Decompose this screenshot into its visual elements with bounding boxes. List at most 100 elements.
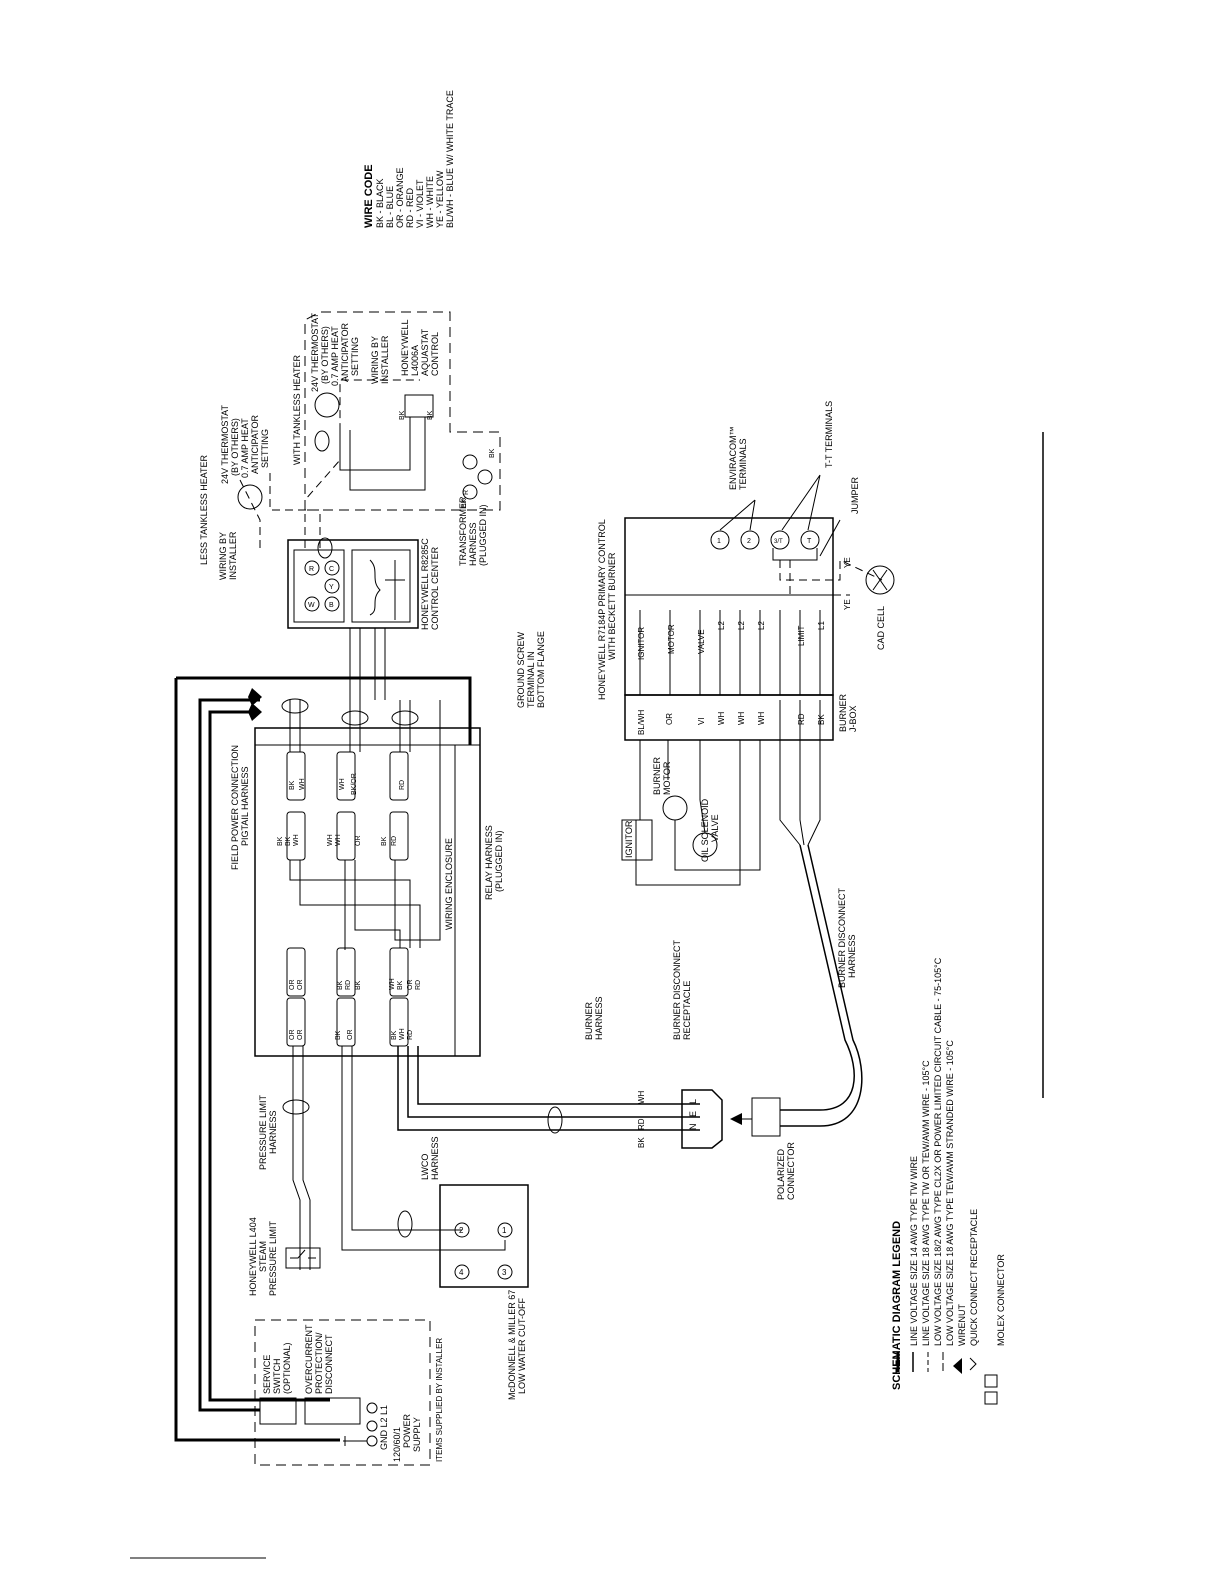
jumper-label: JUMPER [850, 476, 860, 514]
svg-text:BK: BK [355, 980, 362, 990]
control-center-label: HONEYWELL R8285C CONTROL CENTER [420, 538, 440, 630]
installer-footer: ITEMS SUPPLIED BY INSTALLER [435, 1338, 444, 1462]
svg-text:L2: L2 [737, 621, 746, 630]
svg-text:BK/OR: BK/OR [351, 773, 358, 795]
svg-text:RECEPTACLE: RECEPTACLE [682, 981, 692, 1040]
svg-text:R: R [309, 566, 314, 573]
burner-motor-label: BURNER MOTOR [652, 756, 672, 795]
svg-text:HARNESS: HARNESS [268, 1110, 278, 1154]
svg-text:WH: WH [757, 711, 766, 725]
with-tankless-title: WITH TANKLESS HEATER [292, 354, 302, 465]
svg-text:LWCO: LWCO [420, 1154, 430, 1180]
svg-text:INSTALLER: INSTALLER [380, 335, 390, 384]
primary-control [624, 474, 895, 696]
svg-text:PROTECTION/: PROTECTION/ [314, 1332, 324, 1394]
svg-text:WH: WH [293, 834, 300, 846]
less-tankless-title: LESS TANKLESS HEATER [199, 454, 209, 565]
svg-text:BK: BK [381, 836, 388, 846]
svg-text:RD: RD [415, 980, 422, 990]
svg-text:3: 3 [502, 1268, 507, 1277]
svg-text:WIRENUT: WIRENUT [957, 1304, 967, 1346]
svg-text:C: C [329, 566, 334, 573]
svg-text:WH: WH [327, 834, 334, 846]
svg-text:BK: BK [461, 498, 468, 508]
wiring-enclosure [254, 700, 481, 1057]
svg-text:LINE VOLTAGE SIZE 14 AWG TYPE: LINE VOLTAGE SIZE 14 AWG TYPE TW WIRE [909, 1156, 919, 1346]
lwco-wires [341, 1046, 529, 1288]
envirocom-label: ENVIRACOM™ TERMINALS [728, 426, 748, 490]
legend-items: LINE VOLTAGE SIZE 14 AWG TYPE TW WIRE LI… [909, 957, 1006, 1346]
svg-text:CONTROL: CONTROL [430, 332, 440, 376]
svg-text:L2: L2 [757, 621, 766, 630]
svg-text:WH: WH [637, 1090, 646, 1104]
svg-text:RD - RED: RD - RED [405, 188, 415, 228]
svg-text:ANTICIPATOR: ANTICIPATOR [340, 322, 350, 382]
svg-text:MOLEX CONNECTOR: MOLEX CONNECTOR [996, 1254, 1006, 1346]
svg-text:1: 1 [717, 538, 721, 545]
ignitor-label: IGNITOR [624, 820, 634, 858]
primary-control-circles: 1 2 3/T T [717, 538, 812, 545]
svg-text:0.7 AMP HEAT: 0.7 AMP HEAT [240, 418, 250, 478]
svg-text:TERMINAL IN: TERMINAL IN [526, 651, 536, 708]
svg-text:BK: BK [399, 410, 406, 420]
svg-text:OR: OR [355, 836, 362, 847]
svg-text:WIRING BY: WIRING BY [370, 336, 380, 384]
svg-text:2: 2 [459, 1226, 464, 1235]
svg-text:HARNESS: HARNESS [847, 934, 857, 978]
svg-text:WH: WH [717, 711, 726, 725]
svg-text:Y: Y [329, 584, 334, 591]
wiring-by-installer-1: WIRING BY INSTALLER [218, 531, 238, 580]
burner-harness-label: BURNER HARNESS [584, 996, 604, 1040]
svg-text:OR - ORANGE: OR - ORANGE [395, 167, 405, 228]
svg-text:RD: RD [399, 780, 406, 790]
connector-wire-labels: BK RD WH [637, 1090, 646, 1148]
svg-text:L1: L1 [817, 621, 826, 630]
svg-text:BK: BK [427, 410, 434, 420]
svg-text:BURNER: BURNER [652, 756, 662, 795]
svg-text:HONEYWELL: HONEYWELL [400, 319, 410, 376]
svg-text:E: E [688, 1111, 698, 1117]
svg-text:WH: WH [339, 778, 346, 790]
svg-text:FIELD POWER CONNECTION: FIELD POWER CONNECTION [230, 745, 240, 870]
svg-text:24V THERMOSTAT: 24V THERMOSTAT [310, 312, 320, 392]
burner-disconnect-receptacle-label: BURNER DISCONNECT RECEPTACLE [672, 939, 692, 1040]
primary-control-title: HONEYWELL R7184P PRIMARY CONTROL WITH BE… [597, 519, 617, 700]
svg-text:(PLUGGED IN): (PLUGGED IN) [494, 830, 504, 892]
svg-text:OR: OR [289, 980, 296, 991]
transformer-harness-label: TRANSFORMER HARNESS (PLUGGED IN) [458, 496, 488, 566]
svg-text:DISCONNECT: DISCONNECT [324, 1334, 334, 1394]
svg-text:SWITCH: SWITCH [272, 1359, 282, 1395]
svg-text:BURNER DISCONNECT: BURNER DISCONNECT [837, 887, 847, 988]
svg-text:RD: RD [391, 836, 398, 846]
svg-text:OR: OR [665, 713, 674, 725]
aquastat-wire-labels: BK BK BK R BK [399, 410, 496, 508]
svg-text:BURNER DISCONNECT: BURNER DISCONNECT [672, 939, 682, 1040]
polarized-connector-label: POLARIZED CONNECTOR [776, 1142, 796, 1200]
svg-text:RD: RD [637, 1118, 646, 1130]
svg-text:WH: WH [737, 711, 746, 725]
svg-text:BL - BLUE: BL - BLUE [385, 186, 395, 228]
svg-text:OR: OR [297, 980, 304, 991]
lwco-harness-label: LWCO HARNESS [420, 1136, 440, 1180]
svg-text:BK: BK [289, 780, 296, 790]
svg-text:BK: BK [489, 448, 496, 458]
svg-text:HARNESS: HARNESS [594, 996, 604, 1040]
svg-text:BURNER: BURNER [838, 693, 848, 732]
svg-text:QUICK CONNECT RECEPTACLE: QUICK CONNECT RECEPTACLE [969, 1209, 979, 1346]
svg-text:W: W [308, 602, 315, 609]
svg-text:BK: BK [285, 836, 292, 846]
svg-text:LIMIT: LIMIT [797, 625, 806, 646]
svg-text:LOW VOLTAGE SIZE 18/2 AWG TYPE: LOW VOLTAGE SIZE 18/2 AWG TYPE CL2X OR P… [933, 957, 943, 1346]
harness-ellipses [281, 430, 563, 1238]
svg-text:AQUASTAT: AQUASTAT [420, 328, 430, 376]
svg-text:WH: WH [335, 834, 342, 846]
pressure-limit-harness-label: PRESSURE LIMIT HARNESS [258, 1094, 278, 1170]
bottom-plug-wire-labels: OR OR BK OR BK WH RD [289, 1028, 414, 1040]
wire-code: WIRE CODE BK - BLACK BL - BLUE OR - ORAN… [363, 90, 455, 228]
aquastat-label: HONEYWELL L4006A AQUASTAT CONTROL [400, 319, 440, 376]
svg-text:LINE VOLTAGE SIZE 18 AWG TYPE: LINE VOLTAGE SIZE 18 AWG TYPE TW OR TEW/… [921, 1060, 931, 1346]
svg-text:HONEYWELL L404: HONEYWELL L404 [248, 1217, 258, 1296]
svg-text:N: N [688, 1124, 698, 1131]
svg-text:POWER: POWER [402, 1413, 412, 1448]
power-supply-label: 120/60/1 POWER SUPPLY [392, 1413, 422, 1462]
